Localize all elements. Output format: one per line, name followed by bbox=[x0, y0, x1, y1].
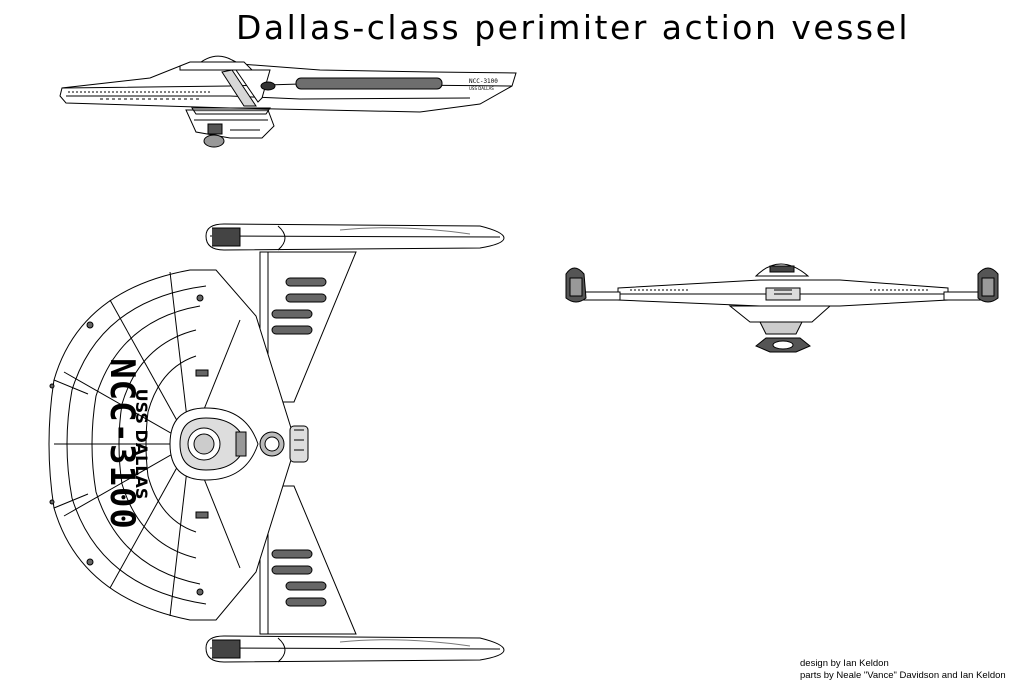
side-view: NCC-3100 USS DALLAS bbox=[59, 55, 517, 148]
side-saucer-rim bbox=[59, 63, 517, 113]
top-view: USS DALLAS NCC-3100 bbox=[48, 223, 505, 663]
side-registry: NCC-3100 bbox=[469, 78, 498, 85]
page-title: Dallas-class perimiter action vessel bbox=[236, 8, 911, 47]
credits-parts: parts by Neale "Vance" Davidson and Ian … bbox=[800, 670, 1006, 681]
credits: design by Ian Keldon parts by Neale "Van… bbox=[800, 658, 1006, 682]
top-registry: NCC-3100 bbox=[102, 358, 142, 530]
side-ship-name: USS DALLAS bbox=[469, 86, 494, 91]
side-nacelle-panel bbox=[295, 77, 443, 90]
front-view bbox=[565, 263, 999, 353]
top-ship-name: USS DALLAS bbox=[132, 389, 151, 500]
credits-design: design by Ian Keldon bbox=[800, 658, 889, 669]
